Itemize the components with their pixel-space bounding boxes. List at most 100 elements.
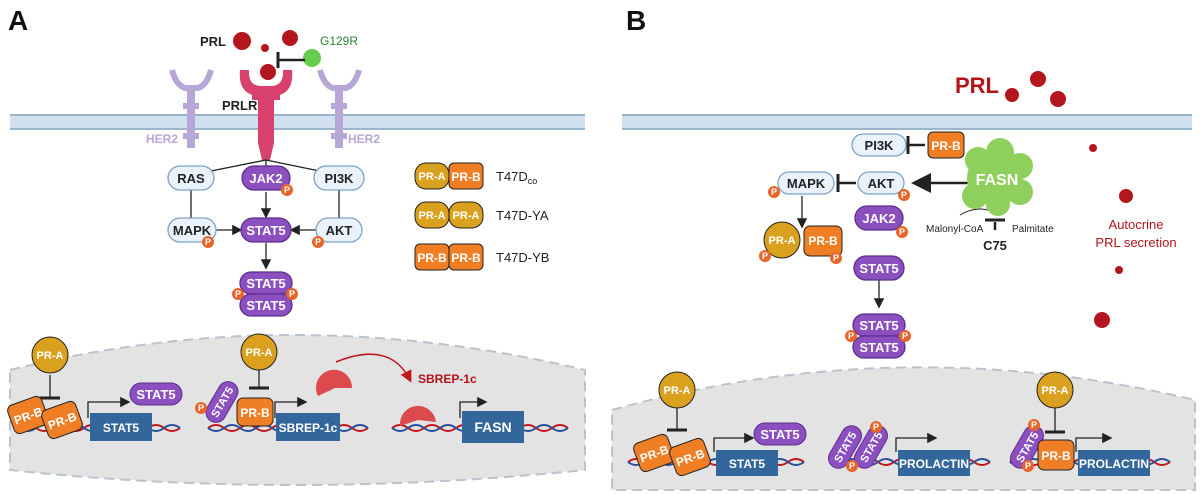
svg-text:SBREP-1c: SBREP-1c xyxy=(279,421,338,435)
palmitate-label: Palmitate xyxy=(1012,224,1054,235)
svg-text:P: P xyxy=(235,289,241,299)
sbrep-protein-2 xyxy=(399,405,436,426)
node-akt-b: AKT P xyxy=(857,171,910,201)
svg-text:PR-B: PR-B xyxy=(417,251,447,265)
svg-text:P: P xyxy=(901,190,907,200)
prlr-label: PRLR xyxy=(222,98,258,113)
prb-dimer-1: PR-B PR-B xyxy=(7,395,83,440)
node-akt-a: AKT P xyxy=(312,217,363,248)
svg-text:P: P xyxy=(849,461,855,471)
gene-box-stat5-b: STAT5 xyxy=(716,450,778,476)
svg-text:P: P xyxy=(771,187,777,197)
autocrine-label-2: PRL secretion xyxy=(1095,235,1176,250)
node-prb-b-top: PR-B xyxy=(927,131,965,159)
legend-row-1: PR-A PR-B T47Dco xyxy=(414,162,537,190)
svg-text:PR-A: PR-A xyxy=(1042,385,1069,397)
svg-text:JAK2: JAK2 xyxy=(862,211,895,226)
svg-text:P: P xyxy=(1025,461,1031,471)
svg-text:STAT5: STAT5 xyxy=(103,421,140,435)
panel-b: B PRL Autocrine PRL secretion xyxy=(611,5,1196,491)
sbrep-label: SBREP-1c xyxy=(418,372,477,386)
svg-text:PROLACTIN: PROLACTIN xyxy=(899,457,969,471)
gene-box-prolactin-1: PROLACTIN xyxy=(898,450,970,476)
svg-text:STAT5: STAT5 xyxy=(760,427,799,442)
svg-text:STAT5: STAT5 xyxy=(136,387,175,402)
her2-receptor-right xyxy=(317,69,362,148)
svg-text:STAT5: STAT5 xyxy=(246,223,285,238)
prl-ball xyxy=(1094,312,1110,328)
panel-a: A PRL G129R PRLR xyxy=(7,5,586,486)
svg-text:P: P xyxy=(315,237,321,247)
svg-text:JAK2: JAK2 xyxy=(249,171,282,186)
g129r-label: G129R xyxy=(320,34,358,48)
prl-ball xyxy=(260,64,276,80)
connectors-b xyxy=(667,136,1113,452)
svg-text:PI3K: PI3K xyxy=(325,171,355,186)
svg-text:PR-B: PR-B xyxy=(808,234,838,248)
prl-ball xyxy=(1005,88,1019,102)
prl-ball xyxy=(1115,266,1123,274)
node-stat5-a: STAT5 xyxy=(240,217,292,243)
prl-label-b: PRL xyxy=(955,73,999,98)
svg-text:MAPK: MAPK xyxy=(787,176,826,191)
prl-ball xyxy=(1119,189,1133,203)
svg-text:PR-B: PR-B xyxy=(1041,449,1071,463)
svg-text:STAT5: STAT5 xyxy=(859,340,898,355)
node-mapk-b: MAPK P xyxy=(768,171,835,198)
svg-text:T47D-YB: T47D-YB xyxy=(496,250,549,265)
gene-box-prolactin-2: PROLACTIN xyxy=(1078,450,1150,476)
svg-text:FASN: FASN xyxy=(474,419,511,435)
sbrep-protein-1 xyxy=(316,369,353,396)
svg-text:P: P xyxy=(762,251,768,261)
gene-box-sbrep: SBREP-1c xyxy=(276,413,340,441)
pra-node-1: PR-A xyxy=(31,336,69,374)
pra-prb-pair-b: PR-A P PR-B P xyxy=(759,221,843,264)
svg-text:P: P xyxy=(289,289,295,299)
svg-text:FASN: FASN xyxy=(976,172,1019,189)
svg-text:MAPK: MAPK xyxy=(173,223,212,238)
node-mapk-a: MAPK P xyxy=(167,217,217,248)
svg-text:P: P xyxy=(284,185,290,195)
svg-text:T47D-YA: T47D-YA xyxy=(496,208,549,223)
cell-membrane-b xyxy=(622,114,1192,130)
g129r-ball xyxy=(303,49,321,67)
svg-text:PR-B: PR-B xyxy=(451,251,481,265)
svg-text:T47Dco: T47Dco xyxy=(496,169,537,186)
svg-text:P: P xyxy=(873,422,879,432)
svg-text:P: P xyxy=(899,227,905,237)
prl-ball xyxy=(233,32,251,50)
legend: PR-A PR-B T47Dco PR-A PR-A T47D-YA PR-B … xyxy=(414,162,549,271)
prl-ball xyxy=(282,30,298,46)
nucleus-a xyxy=(9,334,586,486)
svg-text:PR-B: PR-B xyxy=(451,170,481,184)
svg-text:AKT: AKT xyxy=(326,223,353,238)
svg-text:PR-A: PR-A xyxy=(664,385,691,397)
node-jak2-a: JAK2 P xyxy=(241,165,293,196)
prlr-receptor xyxy=(239,70,293,160)
her2-receptor-left xyxy=(169,69,214,148)
svg-text:RAS: RAS xyxy=(177,171,205,186)
gene-box-stat5-a: STAT5 xyxy=(90,413,152,441)
svg-text:P: P xyxy=(848,331,854,341)
node-jak2-b: JAK2 P xyxy=(854,205,908,238)
gene-box-fasn-a: FASN xyxy=(462,411,524,443)
svg-text:PR-B: PR-B xyxy=(240,406,270,420)
fasn-complex: FASN xyxy=(962,138,1033,216)
svg-text:P: P xyxy=(1031,420,1037,430)
svg-text:P: P xyxy=(833,253,839,263)
stat5-dimer-a: STAT5 STAT5 P P xyxy=(232,271,298,317)
malonyl-label: Malonyl-CoA xyxy=(926,224,984,235)
svg-text:PR-A: PR-A xyxy=(246,347,273,359)
svg-text:STAT5: STAT5 xyxy=(246,298,285,313)
svg-text:STAT5: STAT5 xyxy=(859,318,898,333)
svg-text:P: P xyxy=(198,403,204,413)
svg-text:STAT5: STAT5 xyxy=(729,457,766,471)
node-ras: RAS xyxy=(167,165,215,191)
svg-text:PR-A: PR-A xyxy=(419,210,446,222)
svg-text:PI3K: PI3K xyxy=(865,138,895,153)
sbrep-arrow xyxy=(335,353,412,383)
svg-text:AKT: AKT xyxy=(868,176,895,191)
stat5-free-a: STAT5 xyxy=(129,382,183,406)
cell-membrane-a xyxy=(10,114,585,130)
